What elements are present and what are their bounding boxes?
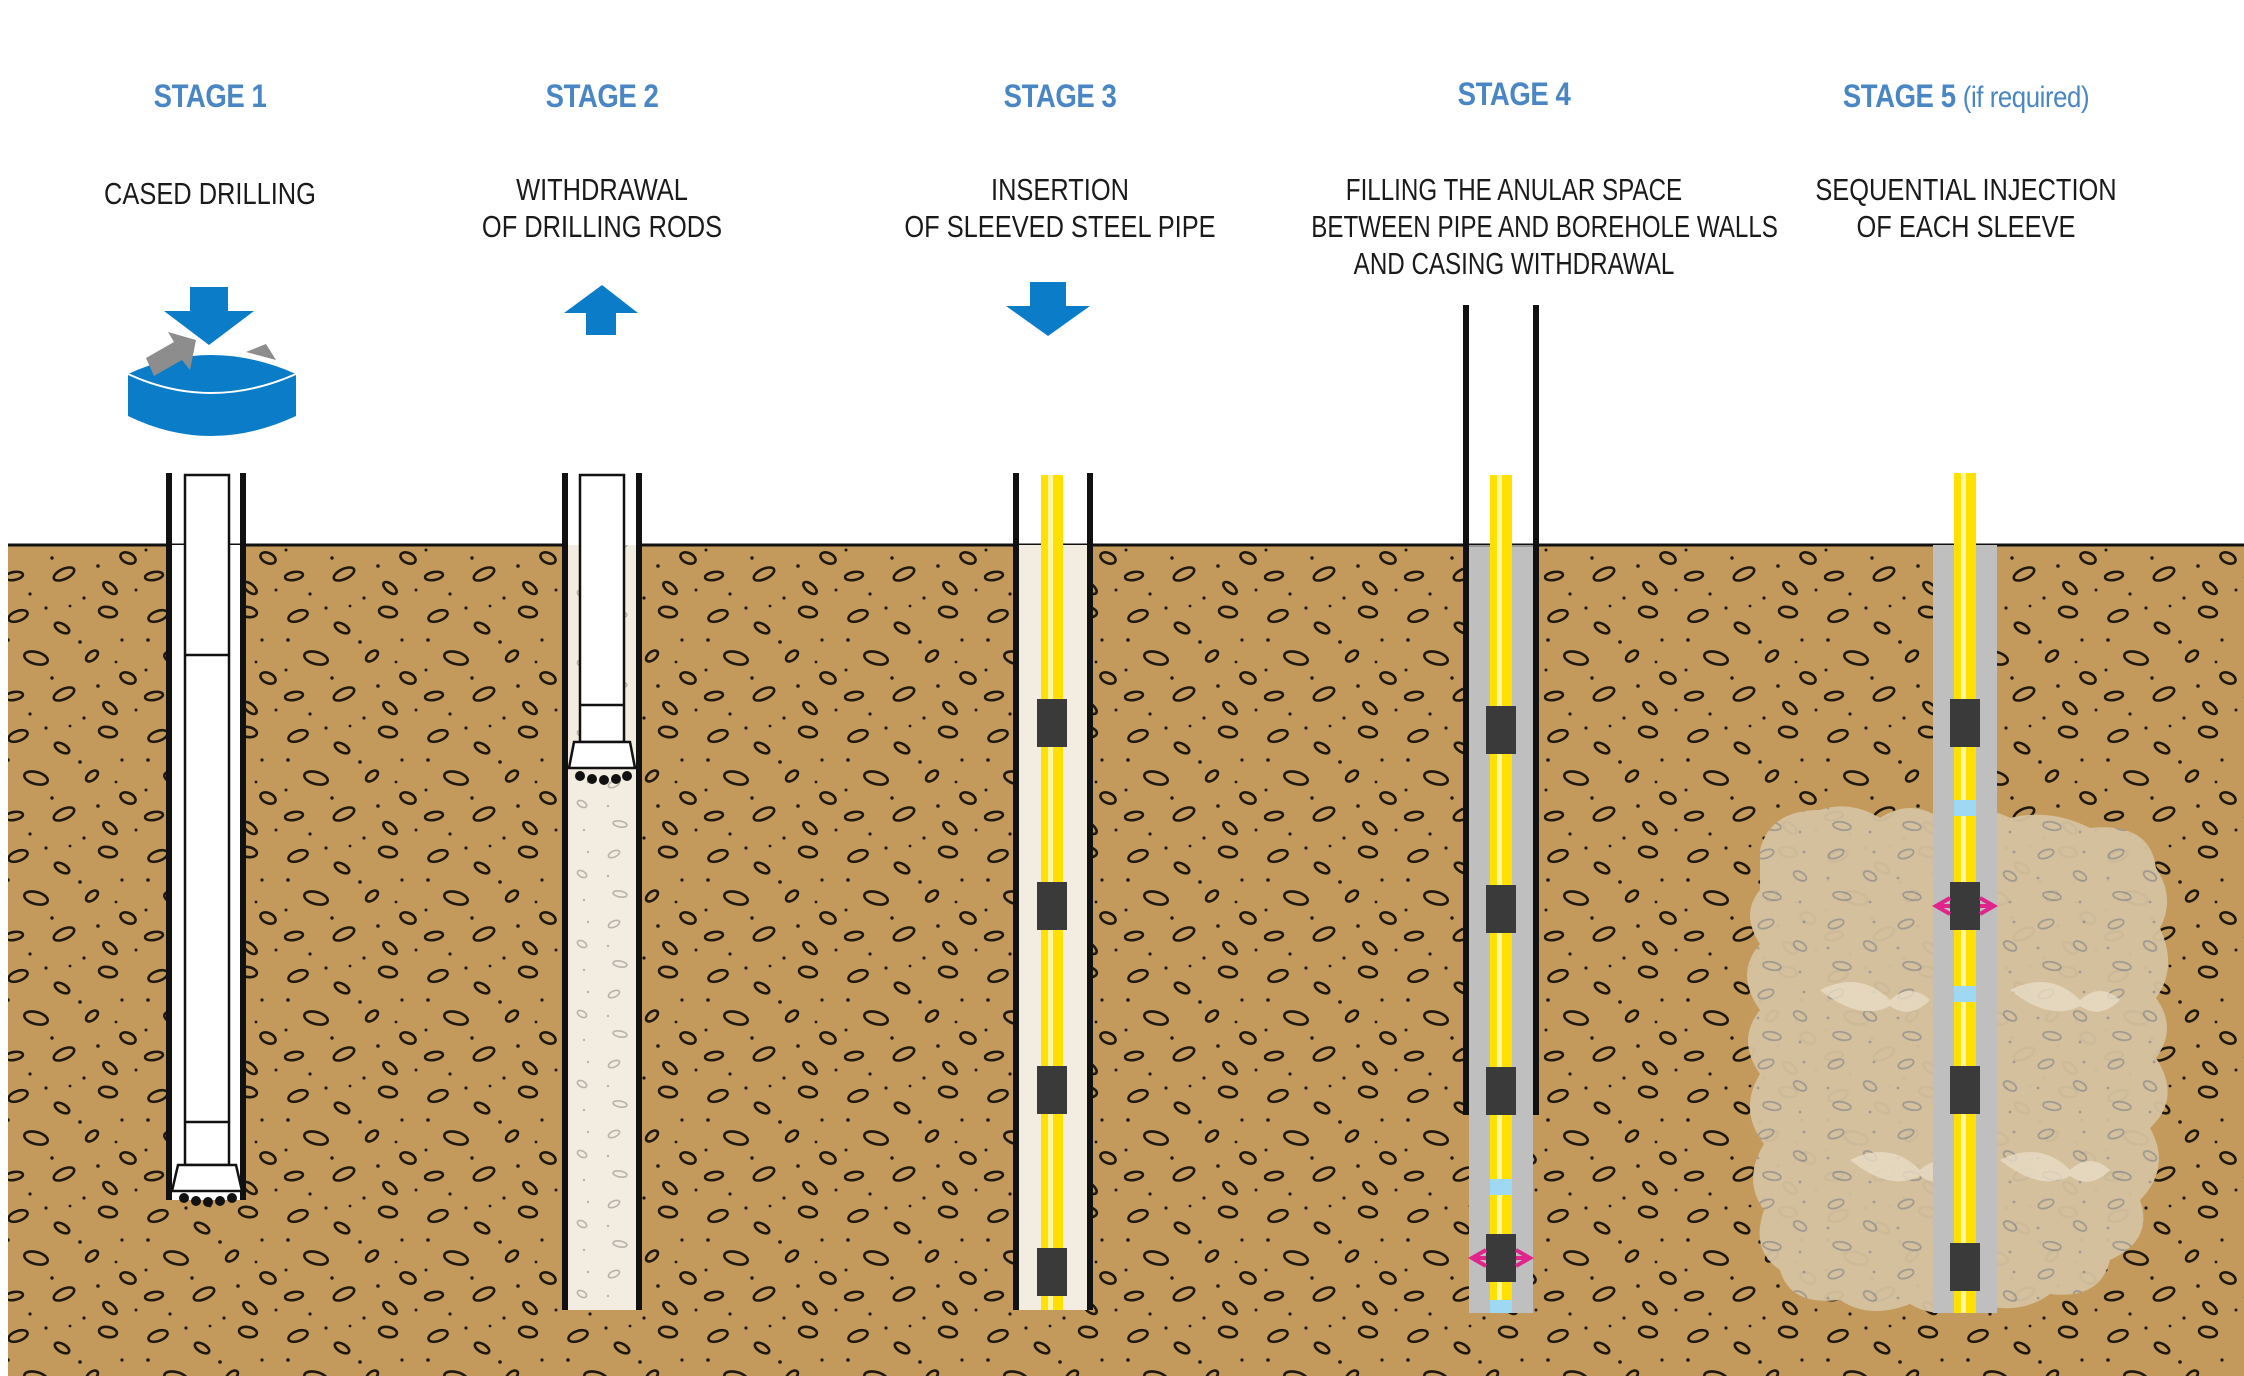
casing-left-wall [1013,473,1019,1310]
rotation-icon [127,332,297,436]
drill-rod [183,473,231,1167]
injection-port [1954,800,1976,816]
stage-3-description: INSERTION OF SLEEVED STEEL PIPE [904,172,1216,244]
stage2-borehole [562,285,642,1310]
casing-right-wall [1087,473,1093,1310]
stage-5-title: STAGE 5 (if required) [1842,78,2090,114]
stage-3-title: STAGE 3 [1003,78,1117,114]
stage-4-header: STAGE 4 FILLING THE ANULAR SPACE BETWEEN… [1254,76,1778,282]
stage5-borehole [1747,473,2169,1313]
stage3-borehole [1006,282,1093,1310]
drill-rod [578,473,626,744]
stage-5-description: SEQUENTIAL INJECTION OF EACH SLEEVE [1815,172,2117,244]
casing-right-wall [240,473,246,1200]
blue-down-arrow-icon [1006,282,1090,336]
blue-up-arrow-icon [564,285,638,335]
stage1-borehole [127,287,297,1207]
stage-1-title: STAGE 1 [153,78,267,114]
stage-2-description: WITHDRAWAL OF DRILLING RODS [481,172,723,244]
stage-2-header: STAGE 2 WITHDRAWAL OF DRILLING RODS [342,78,862,245]
injection-arrows-icon [1467,1248,1535,1268]
stage-1-description: CASED DRILLING [104,176,316,211]
stage4-borehole [1463,305,1539,1313]
injection-arrows-icon [1931,896,1999,916]
drill-bit [567,740,637,770]
casing-right-rod [1533,305,1539,1115]
casing-left-wall [166,473,172,1200]
stage-3-header: STAGE 3 INSERTION OF SLEEVED STEEL PIPE [800,78,1320,245]
stage-1-header: STAGE 1 CASED DRILLING [0,78,470,212]
casing-left-rod [1463,305,1469,1115]
drill-bit [170,1163,244,1193]
blue-down-arrow-icon [164,287,254,345]
stage-4-title: STAGE 4 [1457,76,1571,112]
stage-5-note: (if required) [1962,81,2090,114]
injection-port [1490,1179,1512,1195]
stage-5-header: STAGE 5 (if required) SEQUENTIAL INJECTI… [1706,78,2226,245]
casing-left-wall [562,473,568,1310]
stage-2-title: STAGE 2 [545,78,659,114]
casing-right-wall [636,473,642,1310]
stage-4-description: FILLING THE ANULAR SPACE BETWEEN PIPE AN… [1311,172,1778,281]
injection-port [1954,986,1976,1002]
injection-port [1490,1300,1512,1313]
